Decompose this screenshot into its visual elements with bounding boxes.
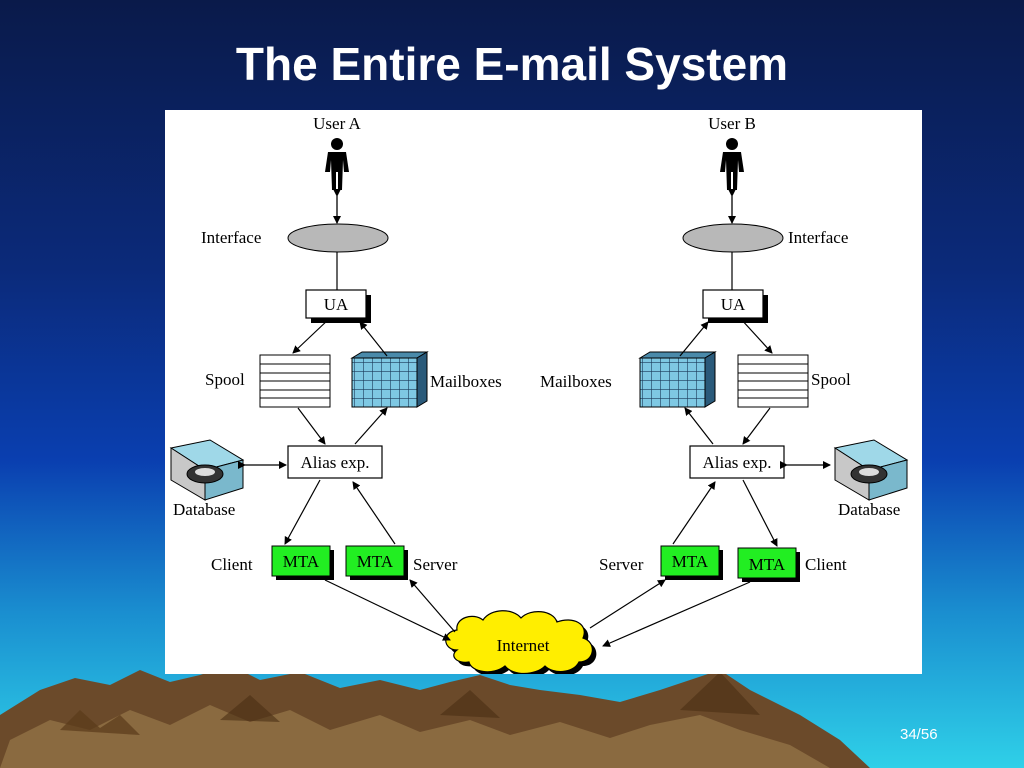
internet-label: Internet <box>497 636 550 655</box>
left-client-mta-label: MTA <box>283 552 320 571</box>
right-alias-box <box>689 445 785 479</box>
left-ua-label: UA <box>324 295 349 314</box>
left-interface-ellipse <box>287 223 389 253</box>
left-server-label: Server <box>413 555 458 574</box>
right-interface-label: Interface <box>788 228 848 247</box>
left-server-mta-label: MTA <box>357 552 394 571</box>
right-database-label: Database <box>838 500 900 519</box>
user-a-label: User A <box>313 114 361 133</box>
right-client-mta-label: MTA <box>749 555 786 574</box>
left-interface-label: Interface <box>201 228 261 247</box>
right-server-label: Server <box>599 555 644 574</box>
right-mailboxes-label: Mailboxes <box>540 372 612 391</box>
right-server-mta-label: MTA <box>672 552 709 571</box>
left-server-mta-box <box>345 545 405 577</box>
left-mailboxes-icon <box>350 351 429 408</box>
left-database-icon <box>169 439 245 501</box>
user-b-person-icon <box>720 138 744 190</box>
left-client-mta-box <box>271 545 331 577</box>
internet-cloud-icon <box>445 610 597 678</box>
right-spool-icon <box>737 354 809 408</box>
right-mailboxes-icon <box>638 351 717 408</box>
left-database-label: Database <box>173 500 235 519</box>
user-a-person-icon <box>325 138 349 190</box>
right-interface-ellipse <box>682 223 784 253</box>
left-ua-box <box>305 289 367 319</box>
user-b-label: User B <box>708 114 756 133</box>
right-database-icon <box>833 439 909 501</box>
right-ua-box <box>702 289 764 319</box>
slide-title: The Entire E-mail System <box>235 38 789 90</box>
email-system-diagram: User A Interface UA Spool Mailboxes Alia… <box>165 110 922 678</box>
page-number: 34/56 <box>900 726 938 743</box>
left-client-label: Client <box>211 555 253 574</box>
right-server-mta-box <box>660 545 720 577</box>
left-spool-icon <box>259 354 331 408</box>
left-alias-label: Alias exp. <box>301 453 370 472</box>
left-mailboxes-label: Mailboxes <box>430 372 502 391</box>
right-alias-label: Alias exp. <box>703 453 772 472</box>
right-client-label: Client <box>805 555 847 574</box>
left-alias-box <box>287 445 383 479</box>
left-spool-label: Spool <box>205 370 245 389</box>
mountain-range-decoration <box>0 665 870 768</box>
right-client-mta-box <box>737 547 797 579</box>
right-ua-label: UA <box>721 295 746 314</box>
right-spool-label: Spool <box>811 370 851 389</box>
